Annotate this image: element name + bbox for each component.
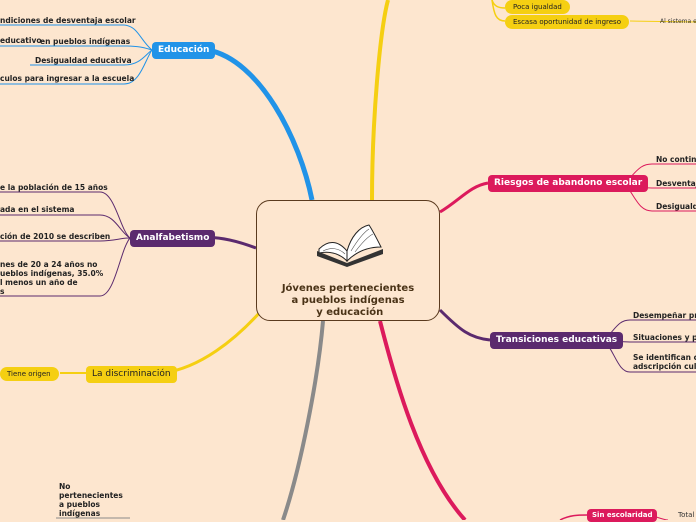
transiciones-child-3[interactable]: Se identifican co adscripción cultu <box>633 353 696 371</box>
transiciones-node[interactable]: Transiciones educativas <box>490 332 624 349</box>
total-text[interactable]: Total <box>678 511 695 519</box>
open-book-icon <box>317 224 383 267</box>
no-pertenecientes-text[interactable]: No pertenecientes a pueblos indígenas <box>59 482 123 518</box>
escasa-oportunidad-node[interactable]: Escasa oportunidad de ingreso <box>505 15 629 29</box>
sin-escolaridad-label: Sin escolaridad <box>592 511 653 519</box>
al-sistema-text[interactable]: Al sistema e <box>660 18 696 25</box>
riesgos-label: Riesgos de abandono escolar <box>494 178 643 188</box>
analfabetismo-child-4[interactable]: nes de 20 a 24 años no ueblos indígenas,… <box>0 260 104 296</box>
central-topic-title: Jóvenes pertenecientes a pueblos indígen… <box>281 283 415 318</box>
educacion-child-2b[interactable]: en pueblos indígenas <box>40 37 131 46</box>
poca-igualdad-node[interactable]: Poca igualdad <box>505 0 570 14</box>
riesgos-node[interactable]: Riesgos de abandono escolar <box>488 175 649 192</box>
transiciones-child-1[interactable]: Desempeñar pro <box>633 311 696 320</box>
educacion-node[interactable]: Educación <box>152 42 216 59</box>
educacion-child-4[interactable]: culos para ingresar a la escuela <box>0 74 135 83</box>
sin-escolaridad-node[interactable]: Sin escolaridad <box>587 509 658 522</box>
educacion-child-3[interactable]: Desigualdad educativa <box>35 56 132 65</box>
transiciones-label: Transiciones educativas <box>496 335 618 345</box>
tiene-origen-node[interactable]: Tiene origen <box>0 367 59 381</box>
riesgos-child-1[interactable]: No continu <box>656 155 696 164</box>
analfabetismo-child-3[interactable]: ción de 2010 se describen <box>0 232 111 241</box>
discriminacion-node[interactable]: La discriminación <box>86 366 177 383</box>
educacion-label: Educación <box>158 45 210 55</box>
analfabetismo-label: Analfabetismo <box>136 233 210 243</box>
central-topic-node[interactable]: Jóvenes pertenecientes a pueblos indígen… <box>256 200 440 321</box>
riesgos-child-3[interactable]: Desigualda <box>656 202 696 211</box>
analfabetismo-child-2[interactable]: ada en el sistema <box>0 205 75 214</box>
analfabetismo-child-1[interactable]: e la población de 15 años <box>0 183 108 192</box>
discriminacion-label: La discriminación <box>92 369 171 379</box>
riesgos-child-2[interactable]: Desventaj <box>656 179 696 188</box>
transiciones-child-2[interactable]: Situaciones y pr <box>633 333 696 342</box>
educacion-child-2[interactable]: educativo <box>0 36 42 45</box>
analfabetismo-node[interactable]: Analfabetismo <box>130 230 216 247</box>
educacion-child-1[interactable]: ndiciones de desventaja escolar <box>0 16 136 25</box>
